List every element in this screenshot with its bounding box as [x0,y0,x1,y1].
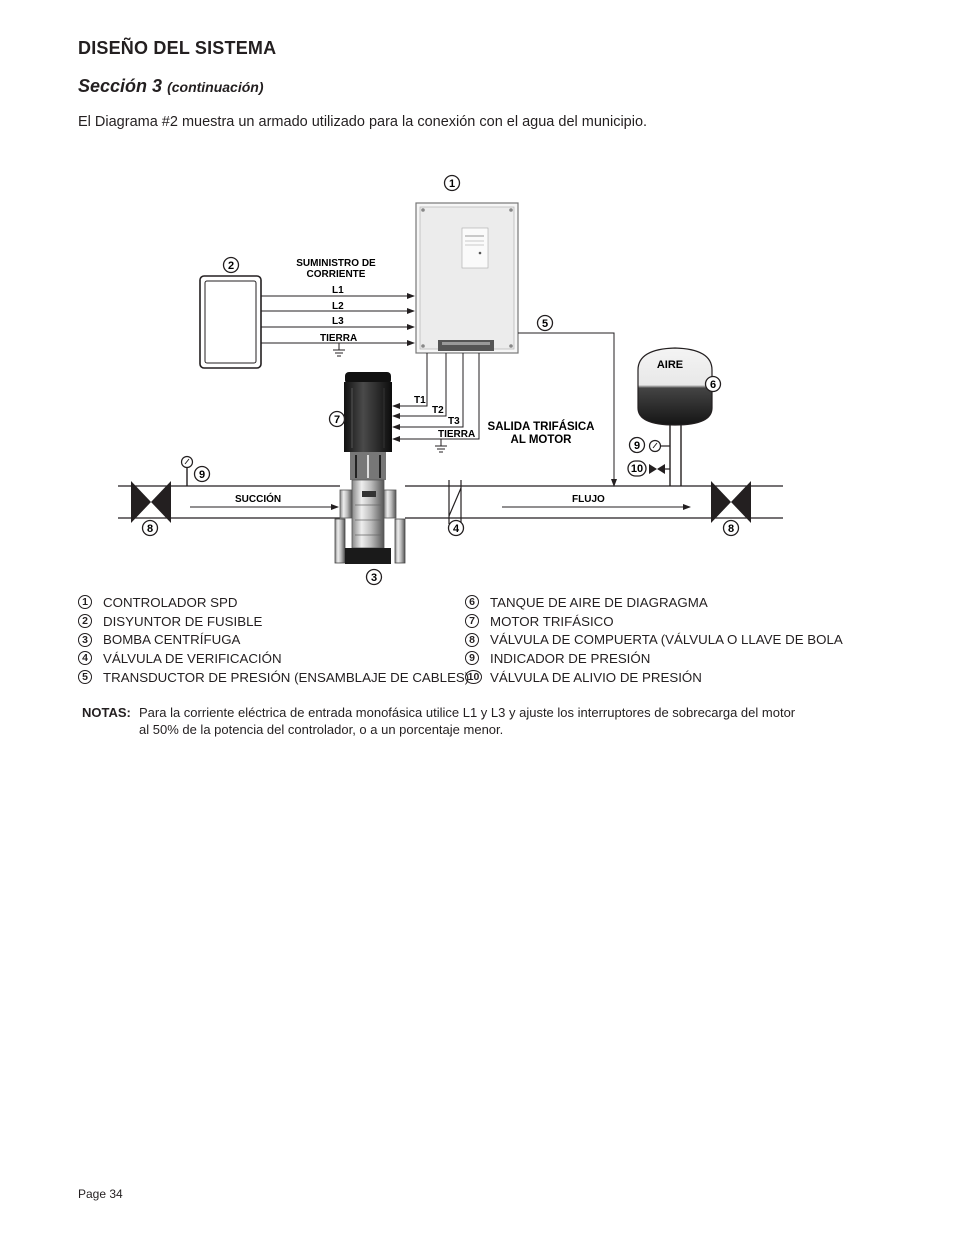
air-label: AIRE [657,359,683,371]
legend-item: 3 BOMBA CENTRÍFUGA [78,630,469,649]
legend-item: 4 VÁLVULA DE VERIFICACIÓN [78,649,469,668]
legend-text: VÁLVULA DE COMPUERTA (VÁLVULA O LLAVE DE… [490,632,843,648]
svg-text:6: 6 [710,379,716,391]
supply-lines [261,293,415,357]
svg-text:4: 4 [453,523,460,535]
svg-text:9: 9 [199,469,205,481]
callout-1: 1 [443,174,461,192]
legend-text: TRANSDUCTOR DE PRESIÓN (ENSAMBLAJE DE CA… [103,669,470,685]
output-label-line2: AL MOTOR [511,434,573,446]
legend-text: TANQUE DE AIRE DE DIAGRAGMA [490,594,708,610]
callout-5: 5 [536,314,554,332]
callout-10: 10 [627,460,647,477]
legend-item: 8 VÁLVULA DE COMPUERTA (VÁLVULA O LLAVE … [465,630,843,649]
ground-out-label: TIERRA [438,429,475,440]
pressure-relief-valve [649,464,670,474]
page-heading: DISEÑO DEL SISTEMA [78,38,277,58]
legend-right: 6 TANQUE DE AIRE DE DIAGRAGMA 7 MOTOR TR… [465,593,843,686]
legend-item: 5 TRANSDUCTOR DE PRESIÓN (ENSAMBLAJE DE … [78,668,469,687]
ground-in-label: TIERRA [320,333,357,344]
l3-label: L3 [332,316,344,327]
callout-6: 6 [704,375,722,393]
supply-label-line1: SUMINISTRO DE [296,258,376,269]
callout-4: 4 [447,519,465,537]
svg-text:5: 5 [542,318,548,330]
fuse-disconnect [199,275,262,369]
legend-number: 3 [78,632,92,647]
svg-text:10: 10 [631,463,643,475]
svg-text:8: 8 [728,523,734,535]
legend-item: 1 CONTROLADOR SPD [78,593,469,612]
intro-paragraph: El Diagrama #2 muestra un armado utiliza… [78,114,648,130]
callout-7: 7 [328,410,346,428]
callout-8-left: 8 [141,519,159,537]
output-label-line1: SALIDA TRIFÁSICA [488,420,595,433]
legend-number: 9 [465,651,479,666]
svg-text:7: 7 [334,414,340,426]
legend-text: MOTOR TRIFÁSICO [490,613,614,629]
legend-item: 9 INDICADOR DE PRESIÓN [465,649,843,668]
pipe-lines [118,485,783,519]
legend-number: 6 [465,595,479,610]
legend-number: 2 [78,614,92,629]
diaphragm-air-tank [637,347,713,486]
system-diagram: SUCCIÓN FLUJO SUMINISTRO DE CORRIENTE L1… [118,174,783,586]
legend-item: 7 MOTOR TRIFÁSICO [465,612,843,631]
svg-text:8: 8 [147,523,153,535]
supply-label-line2: CORRIENTE [307,269,366,280]
svg-text:2: 2 [228,260,234,272]
legend-item: 6 TANQUE DE AIRE DE DIAGRAGMA [465,593,843,612]
legend-left: 1 CONTROLADOR SPD 2 DISYUNTOR DE FUSIBLE… [78,593,469,686]
svg-text:9: 9 [634,440,640,452]
legend-text: INDICADOR DE PRESIÓN [490,650,651,666]
svg-text:1: 1 [449,178,455,190]
legend-text: BOMBA CENTRÍFUGA [103,632,241,648]
l2-label: L2 [332,301,344,312]
legend-item: 10 VÁLVULA DE ALIVIO DE PRESIÓN [465,668,843,687]
transducer-cable [518,332,617,487]
centrifugal-pump [334,372,406,564]
notes-label: NOTAS: [82,705,131,720]
notes: NOTAS: Para la corriente eléctrica de en… [82,705,802,738]
legend-item: 2 DISYUNTOR DE FUSIBLE [78,612,469,631]
t2-label: T2 [432,405,444,416]
l1-label: L1 [332,285,344,296]
svg-text:3: 3 [371,572,377,584]
legend-text: CONTROLADOR SPD [103,594,238,610]
t3-label: T3 [448,416,460,427]
callout-9-left: 9 [193,465,211,483]
legend-number: 8 [465,632,479,647]
pressure-gauge-left [180,455,194,486]
suction-label: SUCCIÓN [235,492,281,505]
t1-label: T1 [414,395,426,406]
legend-number: 7 [465,614,479,629]
check-valve [448,480,462,524]
callout-3: 3 [365,568,383,586]
legend-text: DISYUNTOR DE FUSIBLE [103,613,263,629]
callout-8-right: 8 [722,519,740,537]
gate-valve-left [131,481,171,523]
legend-number: 10 [465,670,482,685]
flow-label: FLUJO [572,494,605,505]
legend-text: VÁLVULA DE ALIVIO DE PRESIÓN [490,669,702,685]
legend-text: VÁLVULA DE VERIFICACIÓN [103,650,282,666]
notes-text: Para la corriente eléctrica de entrada m… [139,705,796,737]
output-lines [392,353,480,453]
gate-valve-right [711,481,751,523]
callout-9-right: 9 [628,436,646,454]
legend-number: 4 [78,651,92,666]
spd-controller [415,202,519,354]
callout-2: 2 [222,256,240,274]
pressure-gauge-right [648,439,670,453]
section-suffix: (continuación) [167,79,264,95]
section-title: Sección 3 [78,76,163,96]
section-heading: Sección 3 (continuación) [78,76,264,97]
legend-number: 5 [78,670,92,685]
legend-number: 1 [78,595,92,610]
page-number: Page 34 [78,1187,123,1201]
